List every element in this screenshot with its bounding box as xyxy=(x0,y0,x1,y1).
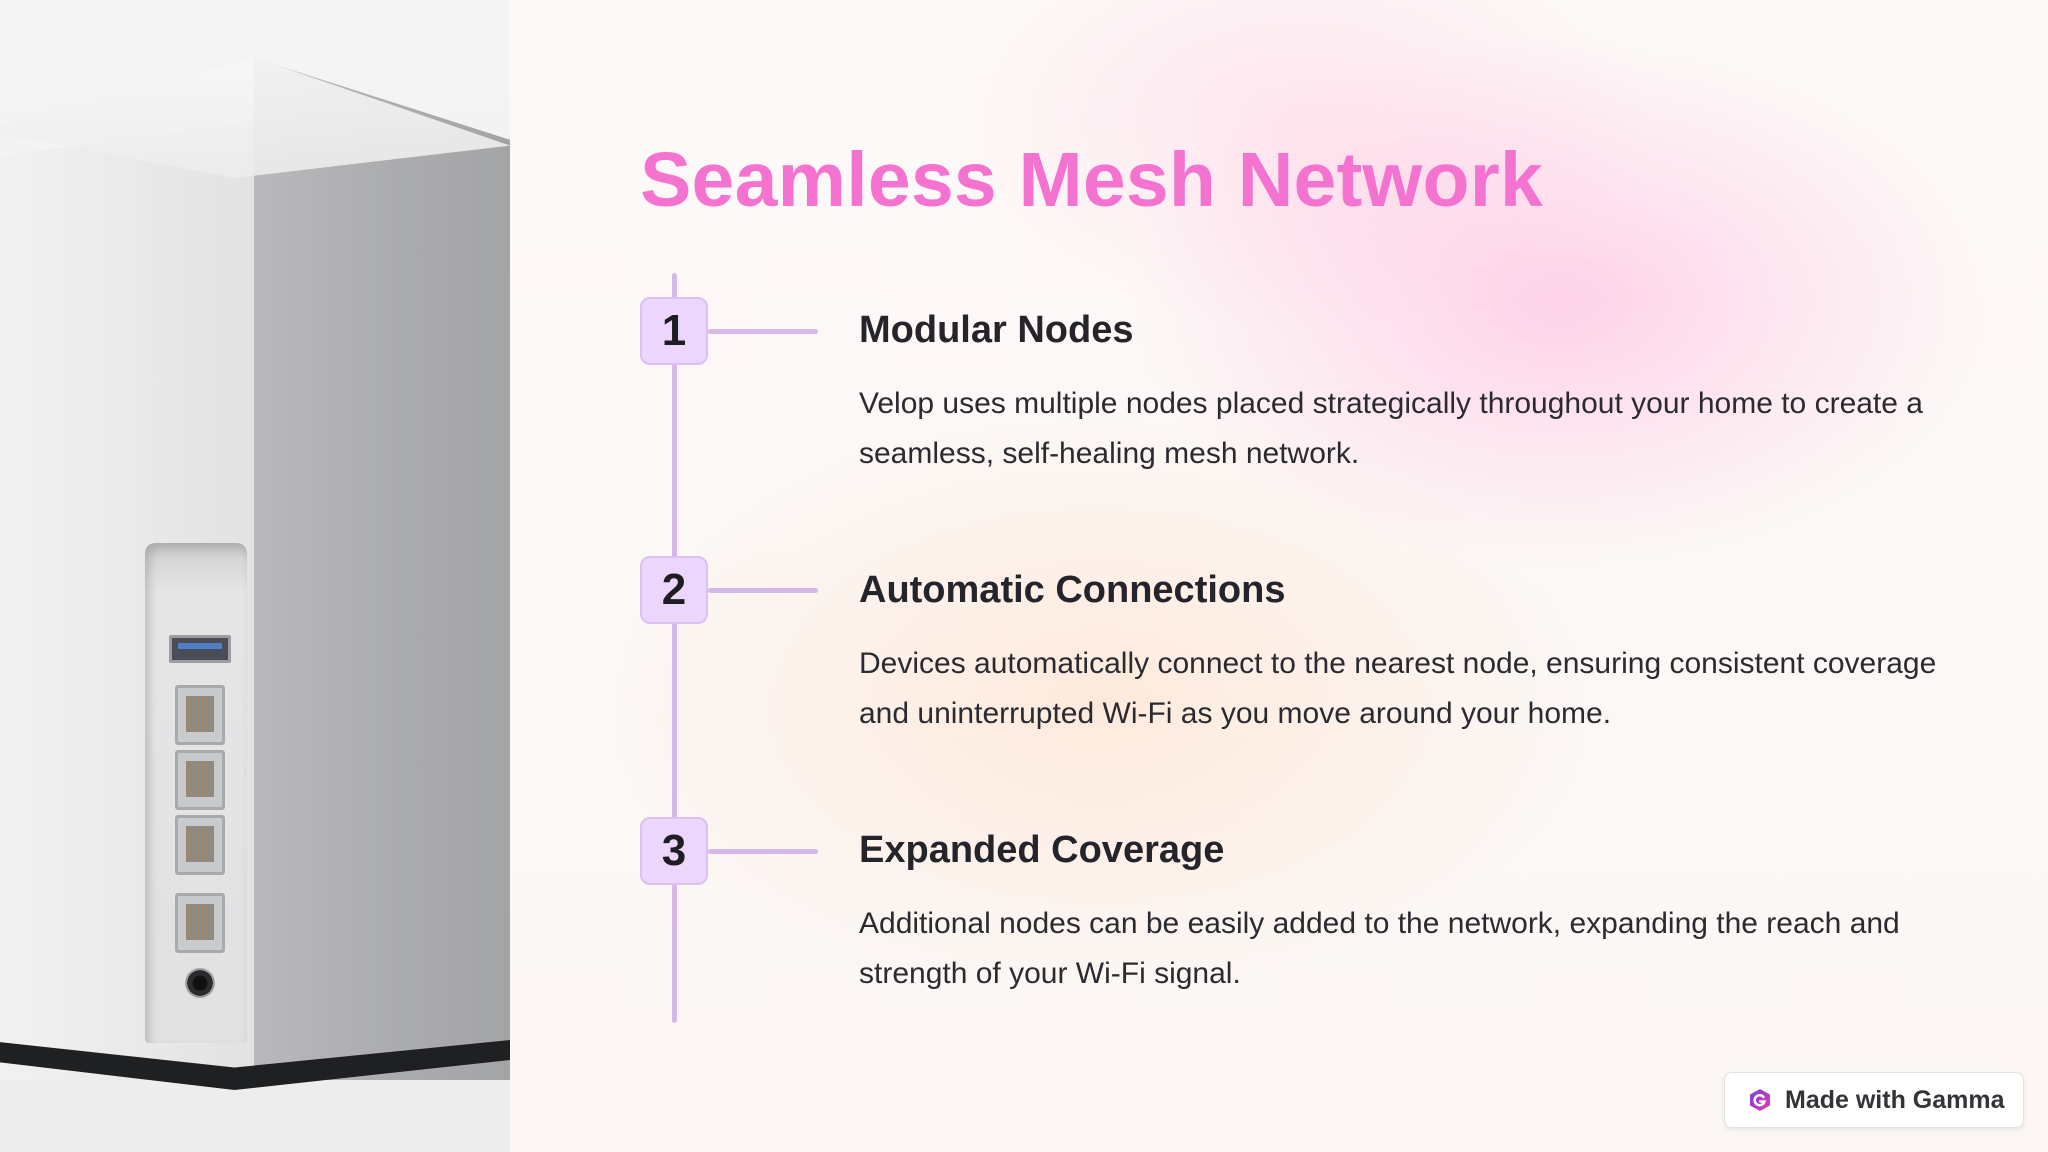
ethernet-port xyxy=(175,815,225,875)
step-title: Expanded Coverage xyxy=(859,829,1225,871)
step-description: Velop uses multiple nodes placed strateg… xyxy=(859,387,1923,470)
timeline-line xyxy=(672,273,677,1023)
step-number-badge: 3 xyxy=(640,817,708,885)
router-port-panel xyxy=(145,543,247,1043)
slide-title: Seamless Mesh Network xyxy=(640,137,1543,223)
ethernet-port xyxy=(175,685,225,745)
power-port xyxy=(185,968,215,998)
router-side-face xyxy=(254,58,510,1080)
step-description: Additional nodes can be easily added to … xyxy=(859,907,1900,990)
ethernet-port xyxy=(175,893,225,953)
step-title: Modular Nodes xyxy=(859,309,1134,351)
gamma-logo-icon xyxy=(1747,1087,1773,1113)
ethernet-port xyxy=(175,750,225,810)
step-number-badge: 2 xyxy=(640,556,708,624)
made-with-gamma-label: Made with Gamma xyxy=(1785,1085,2005,1114)
step-connector xyxy=(708,588,818,593)
step-title: Automatic Connections xyxy=(859,569,1286,611)
made-with-gamma-button[interactable]: Made with Gamma xyxy=(1724,1072,2024,1128)
step-number-badge: 1 xyxy=(640,297,708,365)
step-connector xyxy=(708,329,818,334)
step-description: Devices automatically connect to the nea… xyxy=(859,647,1937,730)
step-connector xyxy=(708,849,818,854)
usb-port xyxy=(169,635,231,663)
router-product-image xyxy=(0,0,510,1152)
